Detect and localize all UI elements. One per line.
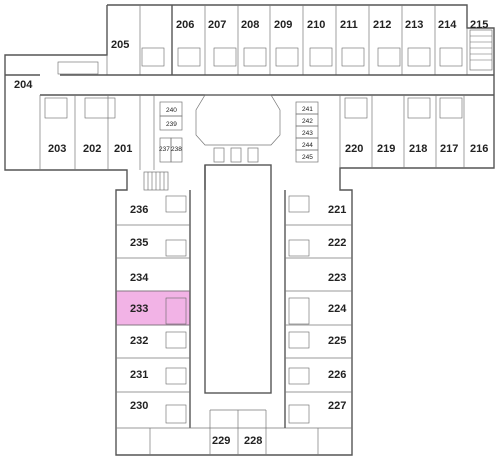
- room-label-221: 221: [328, 204, 346, 216]
- room-label-229: 229: [212, 435, 230, 447]
- room-label-232: 232: [130, 335, 148, 347]
- stair-icon: [143, 171, 169, 191]
- room-label-212: 212: [373, 19, 391, 31]
- room-label-231: 231: [130, 369, 148, 381]
- room-label-234: 234: [130, 272, 149, 284]
- room-label-201: 201: [114, 143, 132, 155]
- room-label-223: 223: [328, 272, 346, 284]
- room-label-239: 239: [166, 121, 177, 128]
- room-label-227: 227: [328, 400, 346, 412]
- room-label-208: 208: [241, 19, 259, 31]
- room-label-206: 206: [176, 19, 194, 31]
- room-label-204: 204: [14, 79, 33, 91]
- bathroom-fixtures: [44, 47, 463, 424]
- room-label-203: 203: [48, 143, 66, 155]
- room-label-225: 225: [328, 335, 346, 347]
- room-label-238: 238: [171, 146, 182, 153]
- room-label-241: 241: [302, 106, 313, 113]
- room-label-209: 209: [274, 19, 292, 31]
- room-233-highlight[interactable]: [115, 290, 191, 326]
- room-label-217: 217: [440, 143, 458, 155]
- room-label-242: 242: [302, 118, 313, 125]
- room-label-207: 207: [208, 19, 226, 31]
- room-label-216: 216: [470, 143, 488, 155]
- room-label-245: 245: [302, 154, 313, 161]
- room-label-213: 213: [405, 19, 423, 31]
- room-label-226: 226: [328, 369, 346, 381]
- room-label-218: 218: [409, 143, 427, 155]
- room-label-202: 202: [83, 143, 101, 155]
- atrium: [204, 164, 272, 394]
- room-label-220: 220: [345, 143, 363, 155]
- room-label-233[interactable]: 233: [130, 303, 148, 315]
- room-label-211: 211: [340, 19, 358, 31]
- room-label-244: 244: [302, 142, 313, 149]
- outer-wall-north: [4, 4, 495, 456]
- room-label-240: 240: [166, 107, 177, 114]
- room-label-222: 222: [328, 237, 346, 249]
- room-label-236: 236: [130, 204, 148, 216]
- stair-icon-northeast: [469, 29, 493, 71]
- room-label-224: 224: [328, 303, 347, 315]
- room-label-214: 214: [438, 19, 457, 31]
- room-label-210: 210: [307, 19, 325, 31]
- room-label-205: 205: [111, 39, 129, 51]
- room-label-230: 230: [130, 400, 148, 412]
- room-label-237: 237: [159, 146, 170, 153]
- room-label-219: 219: [377, 143, 395, 155]
- room-label-215: 215: [470, 19, 488, 31]
- room-label-243: 243: [302, 130, 313, 137]
- room-label-235: 235: [130, 237, 148, 249]
- room-label-228: 228: [244, 435, 262, 447]
